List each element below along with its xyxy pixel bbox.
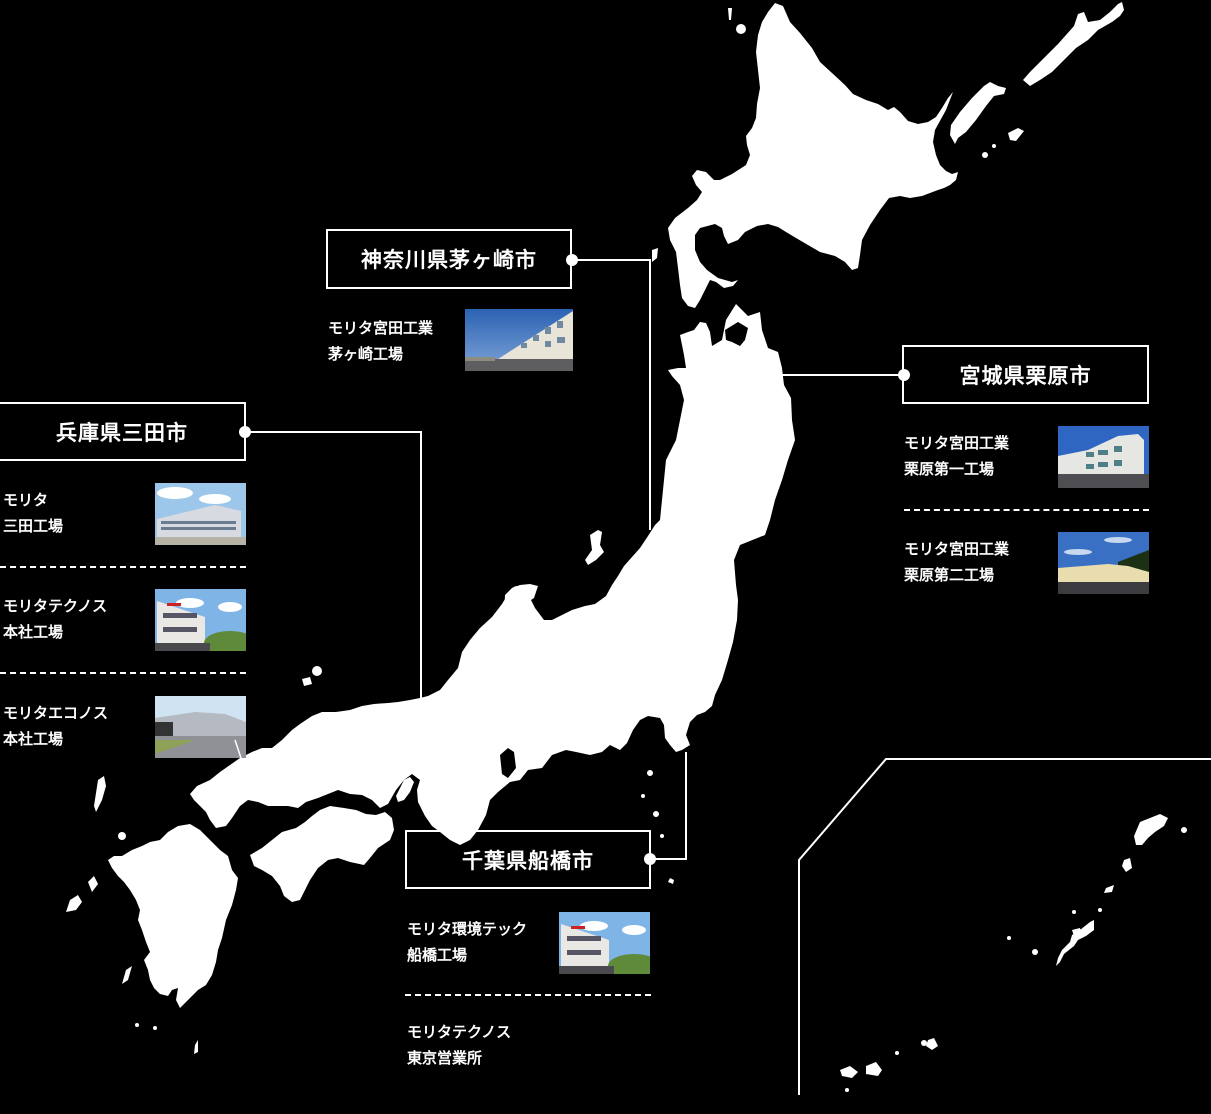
region-label-chiba[interactable]: 千葉県船橋市 (405, 830, 651, 889)
site-divider (405, 994, 651, 996)
connector-chiba (650, 752, 687, 860)
factory-photo-kurihara-1 (1058, 426, 1149, 488)
connector-dot-hyogo (239, 426, 251, 438)
region-label-text: 神奈川県茅ヶ崎市 (361, 248, 537, 272)
site-divider (904, 509, 1149, 511)
region-label-kanagawa[interactable]: 神奈川県茅ヶ崎市 (326, 229, 572, 289)
site-name: モリタ宮田工業 茅ヶ崎工場 (328, 319, 434, 363)
connector-kanagawa (572, 259, 651, 530)
connector-dot-chiba (644, 853, 656, 865)
connector-dot-miyagi (898, 369, 910, 381)
factory-photo-chigasaki (465, 309, 573, 371)
connector-hyogo (245, 431, 422, 704)
factory-photo-sanda (155, 483, 246, 545)
factory-photo-funabashi (559, 912, 650, 974)
site-name: モリタエコノス 本社工場 (3, 704, 109, 748)
kyushu-shape (108, 824, 238, 1008)
honshu-shape (190, 304, 795, 845)
hokkaido-shape (668, 3, 958, 308)
shikoku-shape (250, 806, 394, 902)
region-label-text: 千葉県船橋市 (462, 848, 594, 873)
site-name: モリタ 三田工場 (3, 491, 64, 535)
site-name: モリタテクノス 本社工場 (3, 597, 108, 641)
site-name: モリタ宮田工業 栗原第二工場 (904, 540, 1010, 584)
region-label-miyagi[interactable]: 宮城県栗原市 (902, 345, 1149, 404)
factory-photo-technos (155, 589, 246, 651)
factory-photo-econos (155, 696, 246, 758)
site-divider (0, 672, 246, 674)
region-label-hyogo[interactable]: 兵庫県三田市 (0, 402, 246, 461)
site-divider (0, 566, 246, 568)
region-label-text: 兵庫県三田市 (56, 420, 188, 445)
region-label-text: 宮城県栗原市 (959, 363, 1092, 388)
okinawa-inset-frame (798, 758, 1211, 1095)
site-name: モリタ宮田工業 栗原第一工場 (904, 434, 1010, 478)
connector-dot-kanagawa (566, 254, 578, 266)
site-name: モリタ環境テック 船橋工場 (407, 920, 528, 964)
site-name: モリタテクノス 東京営業所 (407, 1023, 512, 1067)
factory-photo-kurihara-2 (1058, 532, 1149, 594)
